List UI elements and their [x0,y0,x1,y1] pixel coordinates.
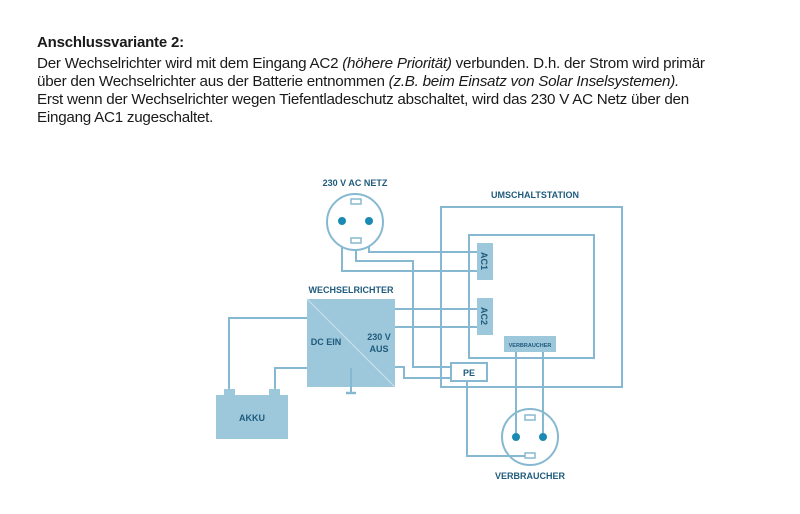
grid-socket-icon [326,193,384,251]
paragraph-line-2: über den Wechselrichter aus der Batterie… [37,73,705,91]
consumer-port [504,336,556,352]
consumer-label: VERBRAUCHER [495,471,566,481]
paragraph-line-3: Erst wenn der Wechselrichter wegen Tiefe… [37,91,689,108]
pe-terminal [450,362,488,382]
consumer-socket-icon [501,408,559,466]
battery-label: AKKU [239,413,265,423]
pe-label: PE [463,368,475,378]
wire-inv-pe [395,366,451,379]
ac-out-label-1: 230 V [367,332,391,342]
wire-battery-minus [274,367,307,391]
text: verbunden. D.h. der Strom wird primär [451,55,705,72]
section-heading: Anschlussvariante 2: [37,34,184,51]
switch-station-inner [468,234,595,359]
wire-grid-pe [355,243,451,368]
paragraph-line-4: Eingang AC1 zugeschaltet. [37,109,214,126]
paragraph-line-1: Der Wechselrichter wird mit dem Eingang … [37,55,705,73]
ac1-terminal [477,243,493,280]
grid-socket-label: 230 V AC NETZ [323,178,388,188]
battery-icon [216,389,288,439]
consumer-port-label: VERBRAUCHER [509,343,552,349]
ac1-label: AC1 [479,252,489,270]
text: Der Wechselrichter wird mit dem Eingang … [37,55,343,72]
inverter-box [306,298,396,395]
inverter-label: WECHSELRICHTER [309,285,394,295]
wire-grid-n-ac1 [368,221,477,253]
wire-pe-consumer [466,381,525,457]
italic-text: (höhere Priorität) [342,55,452,72]
switch-station-label: UMSCHALTSTATION [491,190,579,200]
italic-text: (z.B. beim Einsatz von Solar Inselsystem… [388,73,680,90]
text: über den Wechselrichter aus der Batterie… [37,73,389,90]
switch-station-outer [440,206,623,388]
dc-in-label: DC EIN [311,337,342,347]
ac2-terminal [477,298,493,335]
ac2-label: AC2 [479,307,489,325]
wire-battery-plus [228,317,307,391]
description-paragraph: Der Wechselrichter wird mit dem Eingang … [37,55,705,127]
ac-out-label-2: AUS [369,344,388,354]
